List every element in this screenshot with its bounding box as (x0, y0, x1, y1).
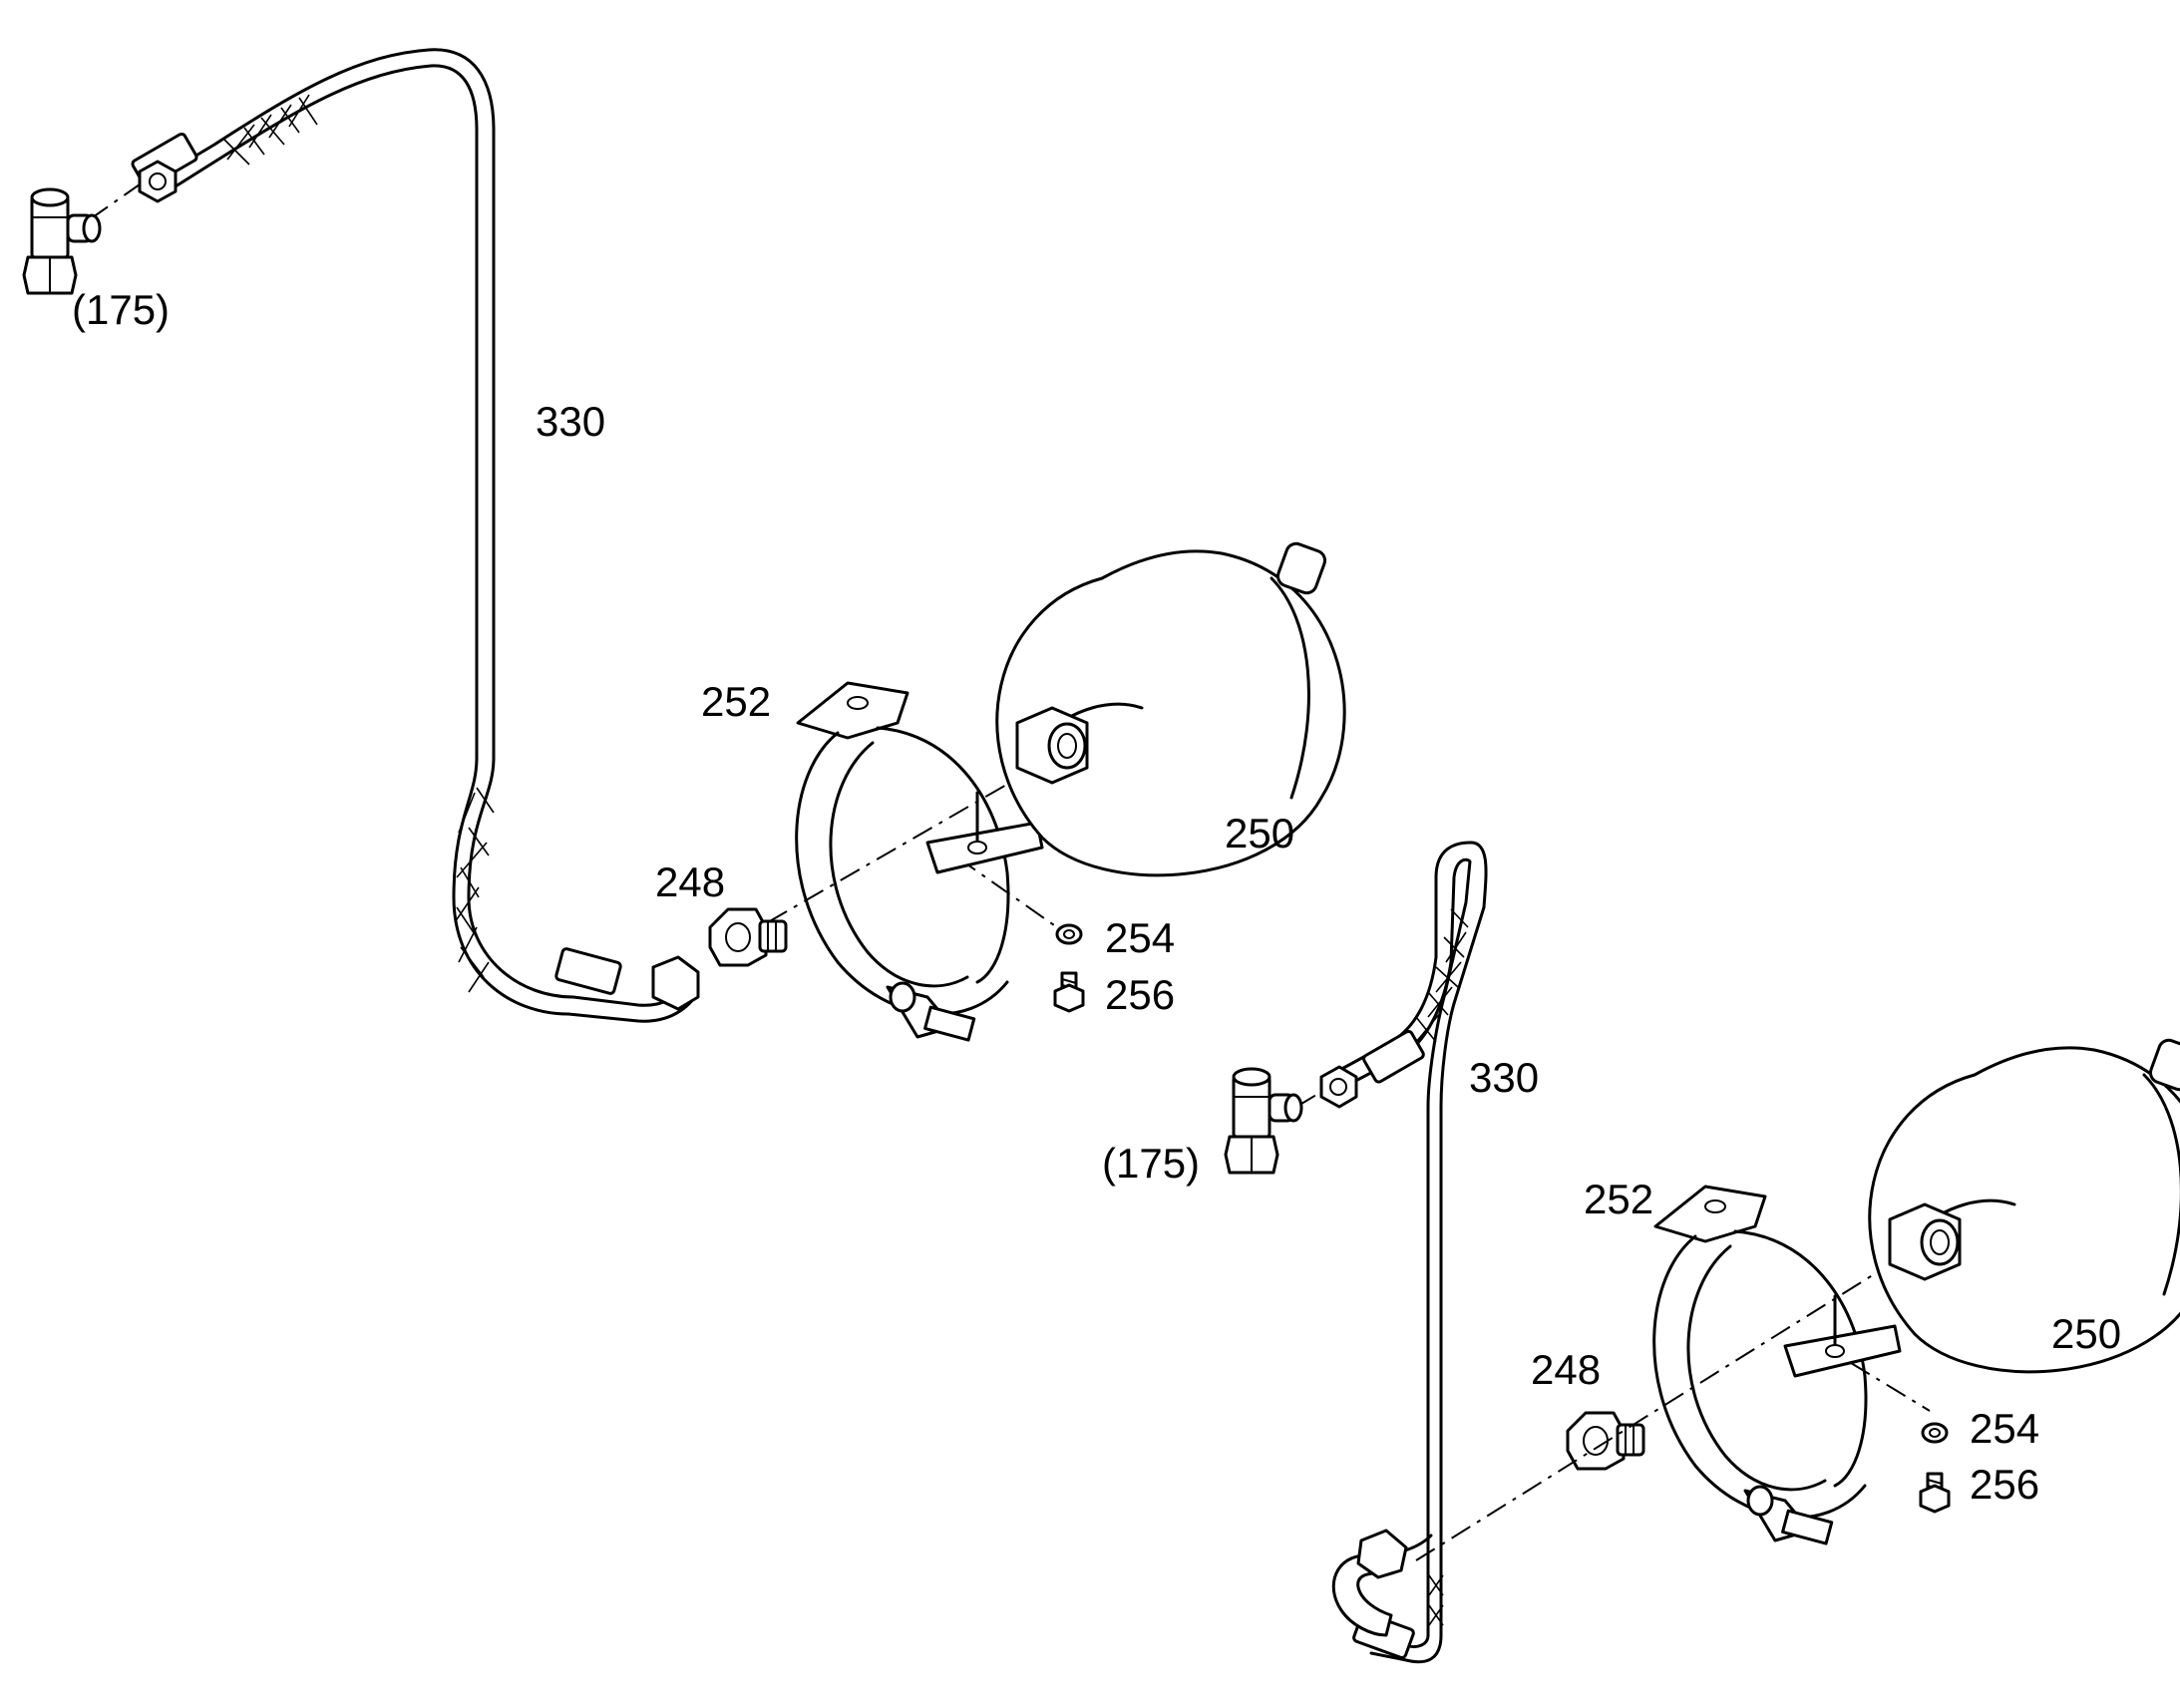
callout-250-a: 250 (1225, 810, 1295, 856)
callout-248-a: 248 (655, 858, 726, 905)
callout-250-b: 250 (2051, 1310, 2122, 1357)
assembly-a (22, 48, 1346, 1042)
callout-254-a: 254 (1105, 914, 1176, 961)
callout-330-a: 330 (536, 398, 606, 445)
washer-254-b (1921, 1422, 1949, 1444)
washer-254-a (1055, 923, 1083, 945)
tee-fitting-175-a (22, 187, 102, 295)
callout-252-a: 252 (701, 678, 772, 725)
callout-256-a: 256 (1105, 971, 1176, 1018)
bolt-256-a (1053, 971, 1085, 1013)
callout-330-b: 330 (1469, 1054, 1540, 1101)
tee-fitting-175-b (1224, 1067, 1303, 1175)
hose-braid-b (1415, 908, 1469, 1626)
assembly-b (1224, 841, 2180, 1664)
callout-175-a: (175) (72, 286, 171, 333)
hose-braid-a (223, 94, 495, 993)
callout-248-b: 248 (1531, 1346, 1602, 1393)
callout-254-b: 254 (1970, 1405, 2040, 1452)
clamp-252-b (1652, 1185, 1902, 1545)
callout-256-b: 256 (1970, 1461, 2040, 1508)
bolt-256-b (1919, 1472, 1951, 1514)
callout-175-b: (175) (1102, 1140, 1201, 1187)
hose-330-a (131, 48, 700, 1023)
accumulator-250-b (1868, 1035, 2180, 1374)
hose-330-b (1331, 841, 1488, 1664)
fitting-248-b (1566, 1411, 1645, 1471)
callout-252-b: 252 (1584, 1176, 1654, 1222)
